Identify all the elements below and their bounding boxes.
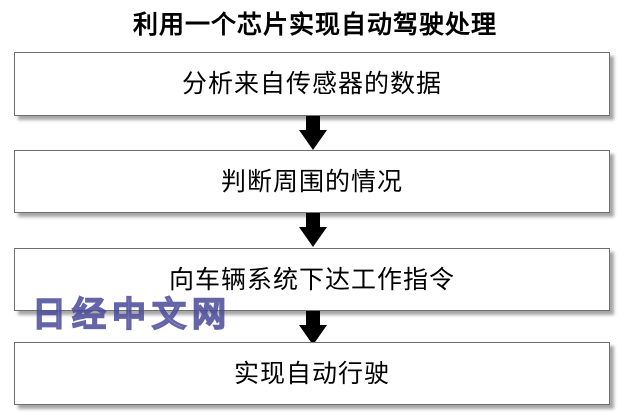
flow-step-2: 判断周围的情况 <box>14 150 610 213</box>
down-arrow-icon <box>299 311 327 345</box>
flow-step-2-label: 判断周围的情况 <box>220 166 403 196</box>
flow-step-4-label: 实现自动行驶 <box>233 358 390 388</box>
flow-step-4: 实现自动行驶 <box>14 342 610 405</box>
watermark: 日经中文网 <box>31 294 232 336</box>
down-arrow-icon <box>299 213 327 247</box>
flow-step-3: 向车辆系统下达工作指令 <box>14 248 610 311</box>
diagram-title: 利用一个芯片实现自动驾驶处理 <box>132 10 497 39</box>
flow-step-1-label: 分析来自传感器的数据 <box>181 69 442 98</box>
flow-step-3-label: 向车辆系统下达工作指令 <box>168 264 455 294</box>
flow-step-1: 分析来自传感器的数据 <box>14 52 610 116</box>
down-arrow-icon <box>299 116 327 150</box>
